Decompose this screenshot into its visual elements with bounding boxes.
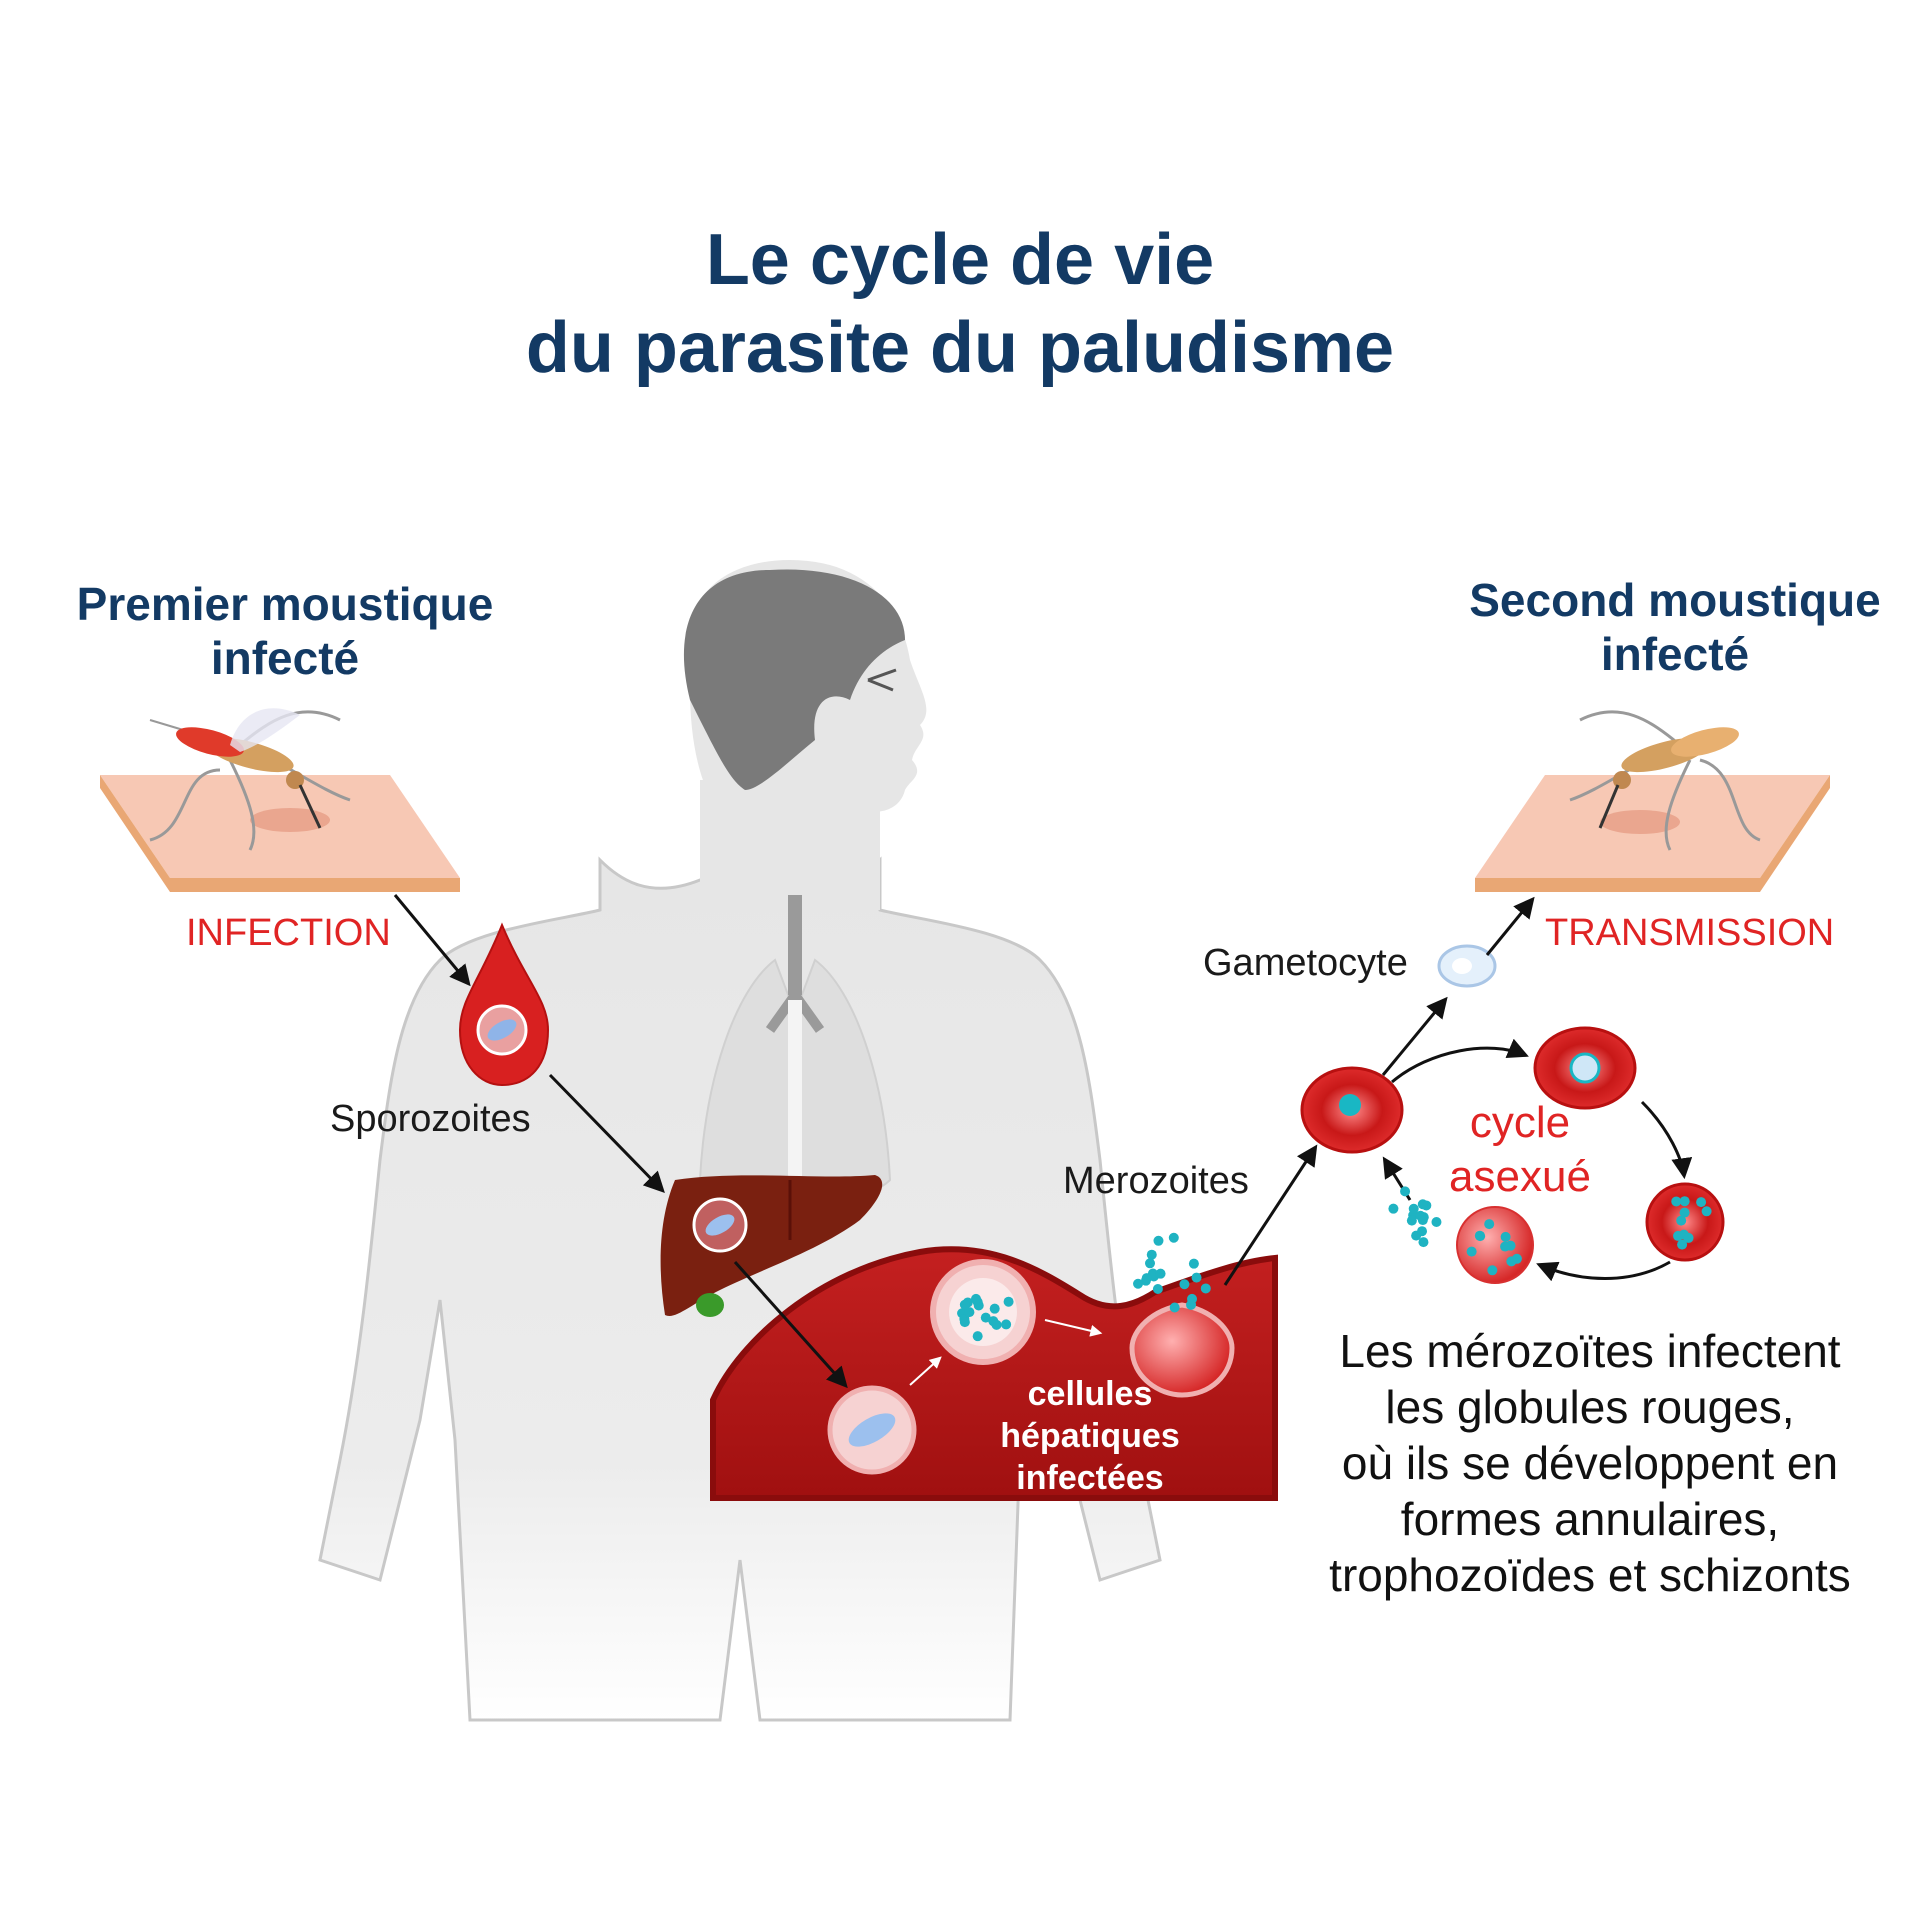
first-mosquito-title: Premier moustique infecté bbox=[76, 578, 494, 684]
sporozoites-label: Sporozoites bbox=[330, 1098, 531, 1140]
liver-tissue-panel bbox=[710, 1246, 1278, 1501]
page-title: Le cycle de vie bbox=[705, 220, 1215, 300]
second-mosquito-skin-patch bbox=[1475, 775, 1830, 892]
merozoite-dot bbox=[1001, 1319, 1012, 1330]
merozoite-dot bbox=[959, 1317, 970, 1328]
merozoite-dot bbox=[1417, 1226, 1428, 1237]
merozoite-dot bbox=[964, 1307, 975, 1318]
merozoite-dot bbox=[1671, 1196, 1682, 1207]
merozoite-dot bbox=[959, 1299, 970, 1310]
merozoite-dot bbox=[1474, 1230, 1485, 1241]
merozoite-dot bbox=[1676, 1215, 1687, 1226]
merozoite-dot bbox=[1141, 1273, 1152, 1284]
merozoite-dot bbox=[1179, 1279, 1190, 1290]
second-mosquito-title: Second moustique infecté bbox=[1469, 574, 1881, 680]
merozoite-dot bbox=[980, 1312, 991, 1323]
merozoite-dot bbox=[1146, 1249, 1157, 1260]
merozoite-dot bbox=[1187, 1293, 1198, 1304]
merozoite-dot bbox=[1415, 1210, 1426, 1221]
merozoite-dot bbox=[1673, 1230, 1684, 1241]
merozoite-dot bbox=[1431, 1217, 1442, 1228]
merozoite-dot bbox=[991, 1319, 1002, 1330]
merozoite-dot bbox=[971, 1293, 982, 1304]
merozoite-dot bbox=[1679, 1207, 1690, 1218]
merozoite-dot bbox=[1500, 1241, 1511, 1252]
merozoite-dot bbox=[1484, 1219, 1495, 1230]
merozoite-dot bbox=[1388, 1203, 1399, 1214]
first-mosquito-skin-patch bbox=[100, 775, 460, 892]
merozoite-dot bbox=[1145, 1258, 1156, 1269]
first-mosquito bbox=[149, 708, 351, 851]
merozoite-dot bbox=[1155, 1268, 1166, 1279]
merozoite-dot bbox=[1406, 1215, 1417, 1226]
blood-drop-sporozoites bbox=[458, 922, 550, 1087]
merozoite-dot bbox=[1679, 1196, 1690, 1207]
cycle-arrows bbox=[393, 894, 1693, 1389]
merozoite-dot bbox=[1506, 1256, 1517, 1267]
merozoite-particles bbox=[957, 1186, 1712, 1342]
merozoite-dot bbox=[1200, 1283, 1211, 1294]
merozoite-dot bbox=[1168, 1232, 1179, 1243]
page-subtitle: du parasite du paludisme bbox=[525, 308, 1395, 388]
merozoite-dot bbox=[1677, 1239, 1688, 1250]
merozoite-dot bbox=[1191, 1272, 1202, 1283]
merozoite-dot bbox=[972, 1331, 983, 1342]
merozoite-dot bbox=[1418, 1237, 1429, 1248]
merozoite-dot bbox=[1500, 1231, 1511, 1242]
second-mosquito bbox=[1569, 710, 1761, 851]
merozoite-dot bbox=[1683, 1232, 1694, 1243]
merozoite-dot bbox=[1152, 1283, 1163, 1294]
merozoite-dot bbox=[1003, 1296, 1014, 1307]
merozoite-dot bbox=[1133, 1278, 1144, 1289]
merozoite-dot bbox=[1487, 1265, 1498, 1276]
merozoite-dot bbox=[1417, 1199, 1428, 1210]
liver bbox=[660, 1175, 883, 1317]
merozoite-dot bbox=[1466, 1246, 1477, 1257]
merozoite-dot bbox=[1188, 1258, 1199, 1269]
merozoite-dot bbox=[1696, 1197, 1707, 1208]
merozoite-description: Les mérozoïtes infectent les globules ro… bbox=[1329, 1325, 1851, 1601]
transmission-label: TRANSMISSION bbox=[1545, 912, 1835, 954]
merozoite-dot bbox=[1400, 1186, 1411, 1197]
merozoite-dot bbox=[1169, 1302, 1180, 1313]
merozoite-dot bbox=[1153, 1235, 1164, 1246]
merozoite-dot bbox=[1408, 1203, 1419, 1214]
merozoites-label: Merozoites bbox=[1063, 1160, 1249, 1202]
merozoite-dot bbox=[989, 1303, 1000, 1314]
asexual-cycle-label: cycle asexué bbox=[1449, 1098, 1591, 1201]
infected-liver-cells-label: cellules hépatiques infectées bbox=[1000, 1375, 1180, 1497]
merozoite-dot bbox=[1701, 1206, 1712, 1217]
gametocyte-label: Gametocyte bbox=[1203, 942, 1408, 984]
infection-label: INFECTION bbox=[186, 912, 391, 954]
